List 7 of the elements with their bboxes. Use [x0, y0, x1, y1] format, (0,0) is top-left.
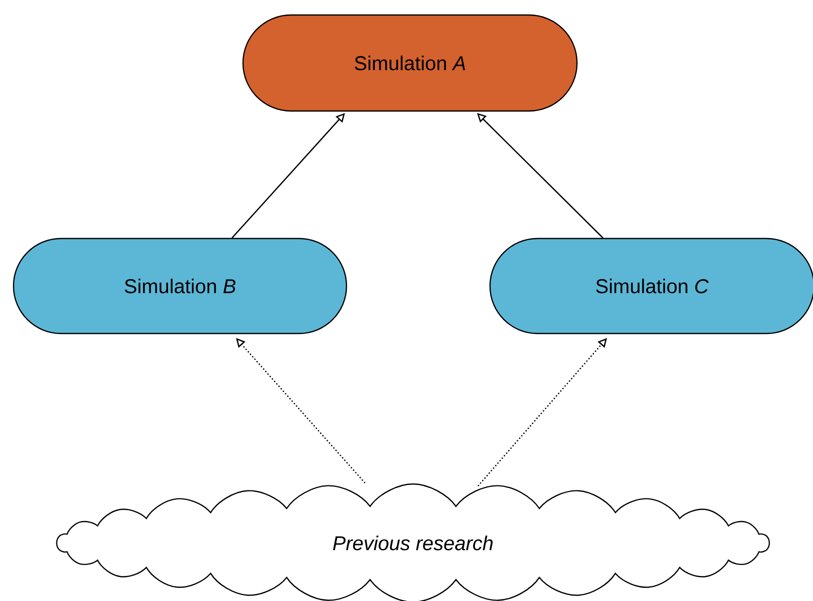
process-box: Simulation B: [12, 238, 348, 334]
arrow: [232, 113, 345, 238]
arrow: [478, 338, 607, 486]
arrow: [477, 113, 604, 238]
arrow: [236, 338, 366, 484]
process-box: Simulation A: [242, 14, 578, 112]
process-box: Simulation C: [489, 238, 813, 334]
